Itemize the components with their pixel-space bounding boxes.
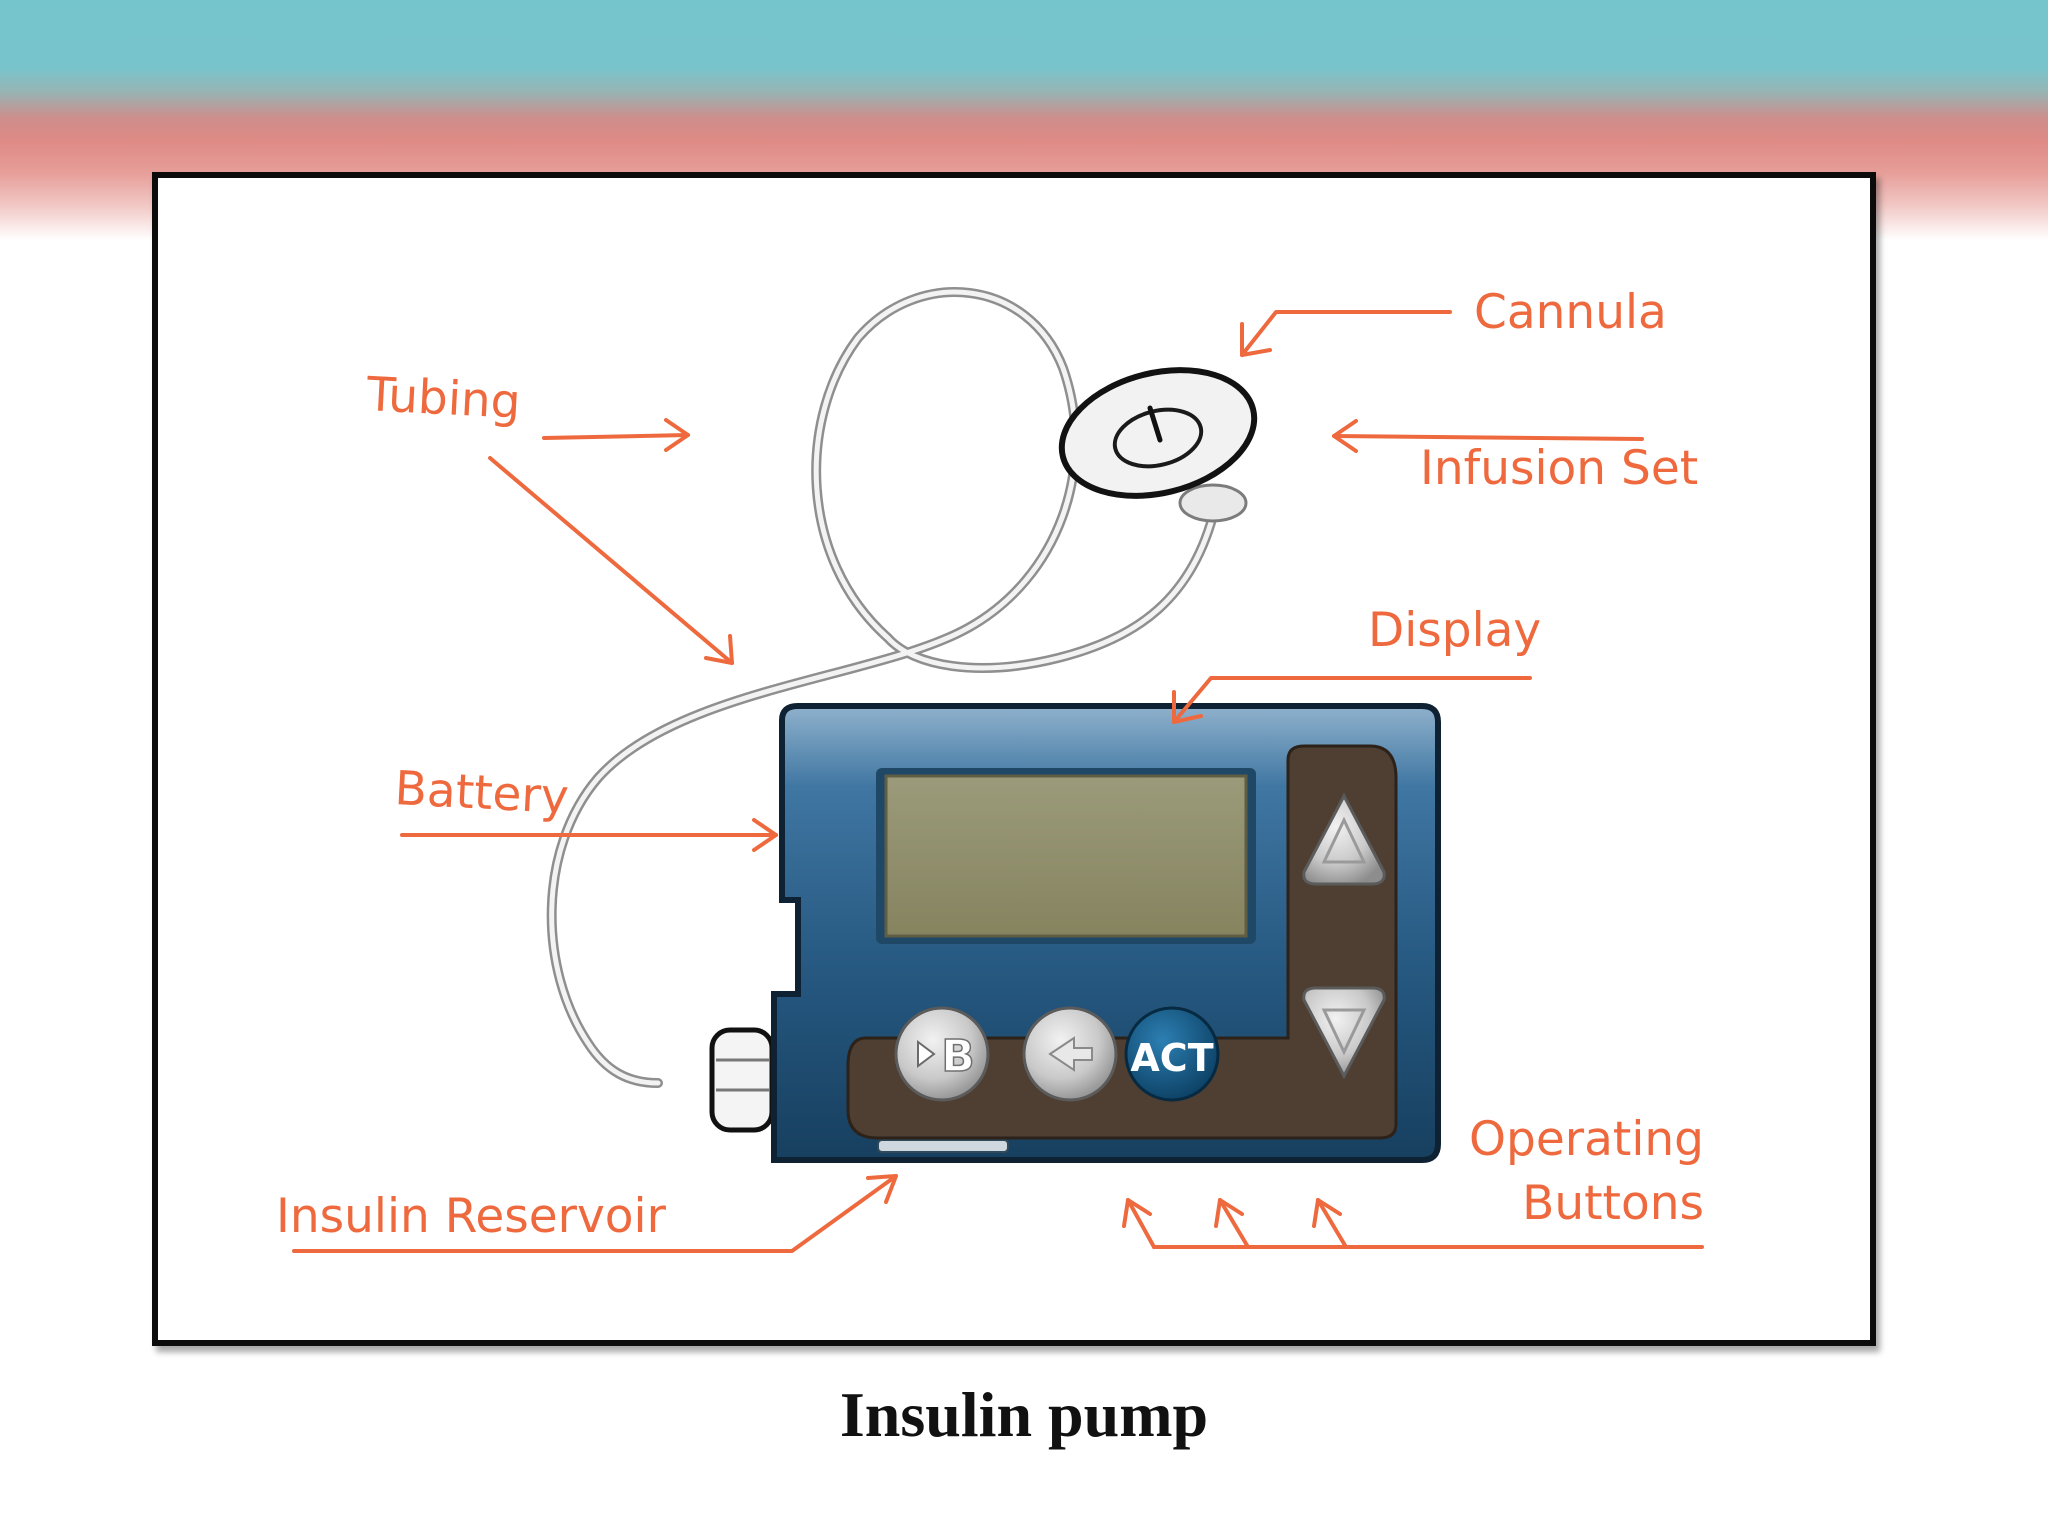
up-arrow-icon	[1321, 816, 1367, 864]
slide-caption: Insulin pump	[839, 1379, 1209, 1450]
b-button[interactable]: B	[894, 1006, 990, 1102]
b-button-label: B	[941, 1031, 975, 1082]
escape-button[interactable]	[1022, 1006, 1118, 1102]
down-arrow-button[interactable]	[1302, 986, 1386, 1080]
battery-label: Battery	[393, 761, 570, 825]
display-label: Display	[1368, 603, 1541, 658]
act-button-label: ACT	[1130, 1036, 1213, 1080]
diagram-frame: B ACT	[152, 172, 1876, 1346]
cannula-arrow	[1240, 310, 1452, 357]
insulin-reservoir-arrow	[292, 1174, 898, 1253]
callout-arrows	[292, 310, 1704, 1253]
act-button[interactable]: ACT	[1124, 1006, 1220, 1102]
infusion-set-label: Infusion Set	[1420, 441, 1698, 496]
insulin-pump-diagram: B ACT	[276, 285, 1704, 1253]
insulin-reservoir-label: Insulin Reservoir	[276, 1189, 667, 1244]
display-arrow	[1172, 676, 1532, 724]
up-arrow-button[interactable]	[1302, 792, 1386, 886]
operating-buttons-label-line1: Operating	[1469, 1112, 1704, 1167]
pump-display	[876, 768, 1256, 944]
infusion-set-arrow	[1332, 419, 1644, 453]
cannula-label: Cannula	[1474, 285, 1667, 340]
operating-buttons-arrows	[1122, 1198, 1704, 1249]
tubing-arrow-diagonal	[488, 456, 734, 665]
infusion-set-graphic	[1058, 367, 1258, 523]
tubing-arrow-right	[542, 418, 690, 452]
down-arrow-icon	[1321, 1008, 1367, 1056]
battery-arrow	[400, 818, 778, 852]
insulin-reservoir-graphic	[709, 1027, 775, 1133]
operating-buttons-label-line2: Buttons	[1522, 1176, 1704, 1231]
insulin-pump-body: B ACT	[709, 703, 1441, 1163]
tubing-line	[546, 287, 1220, 1088]
tubing-label: Tubing	[364, 367, 522, 430]
